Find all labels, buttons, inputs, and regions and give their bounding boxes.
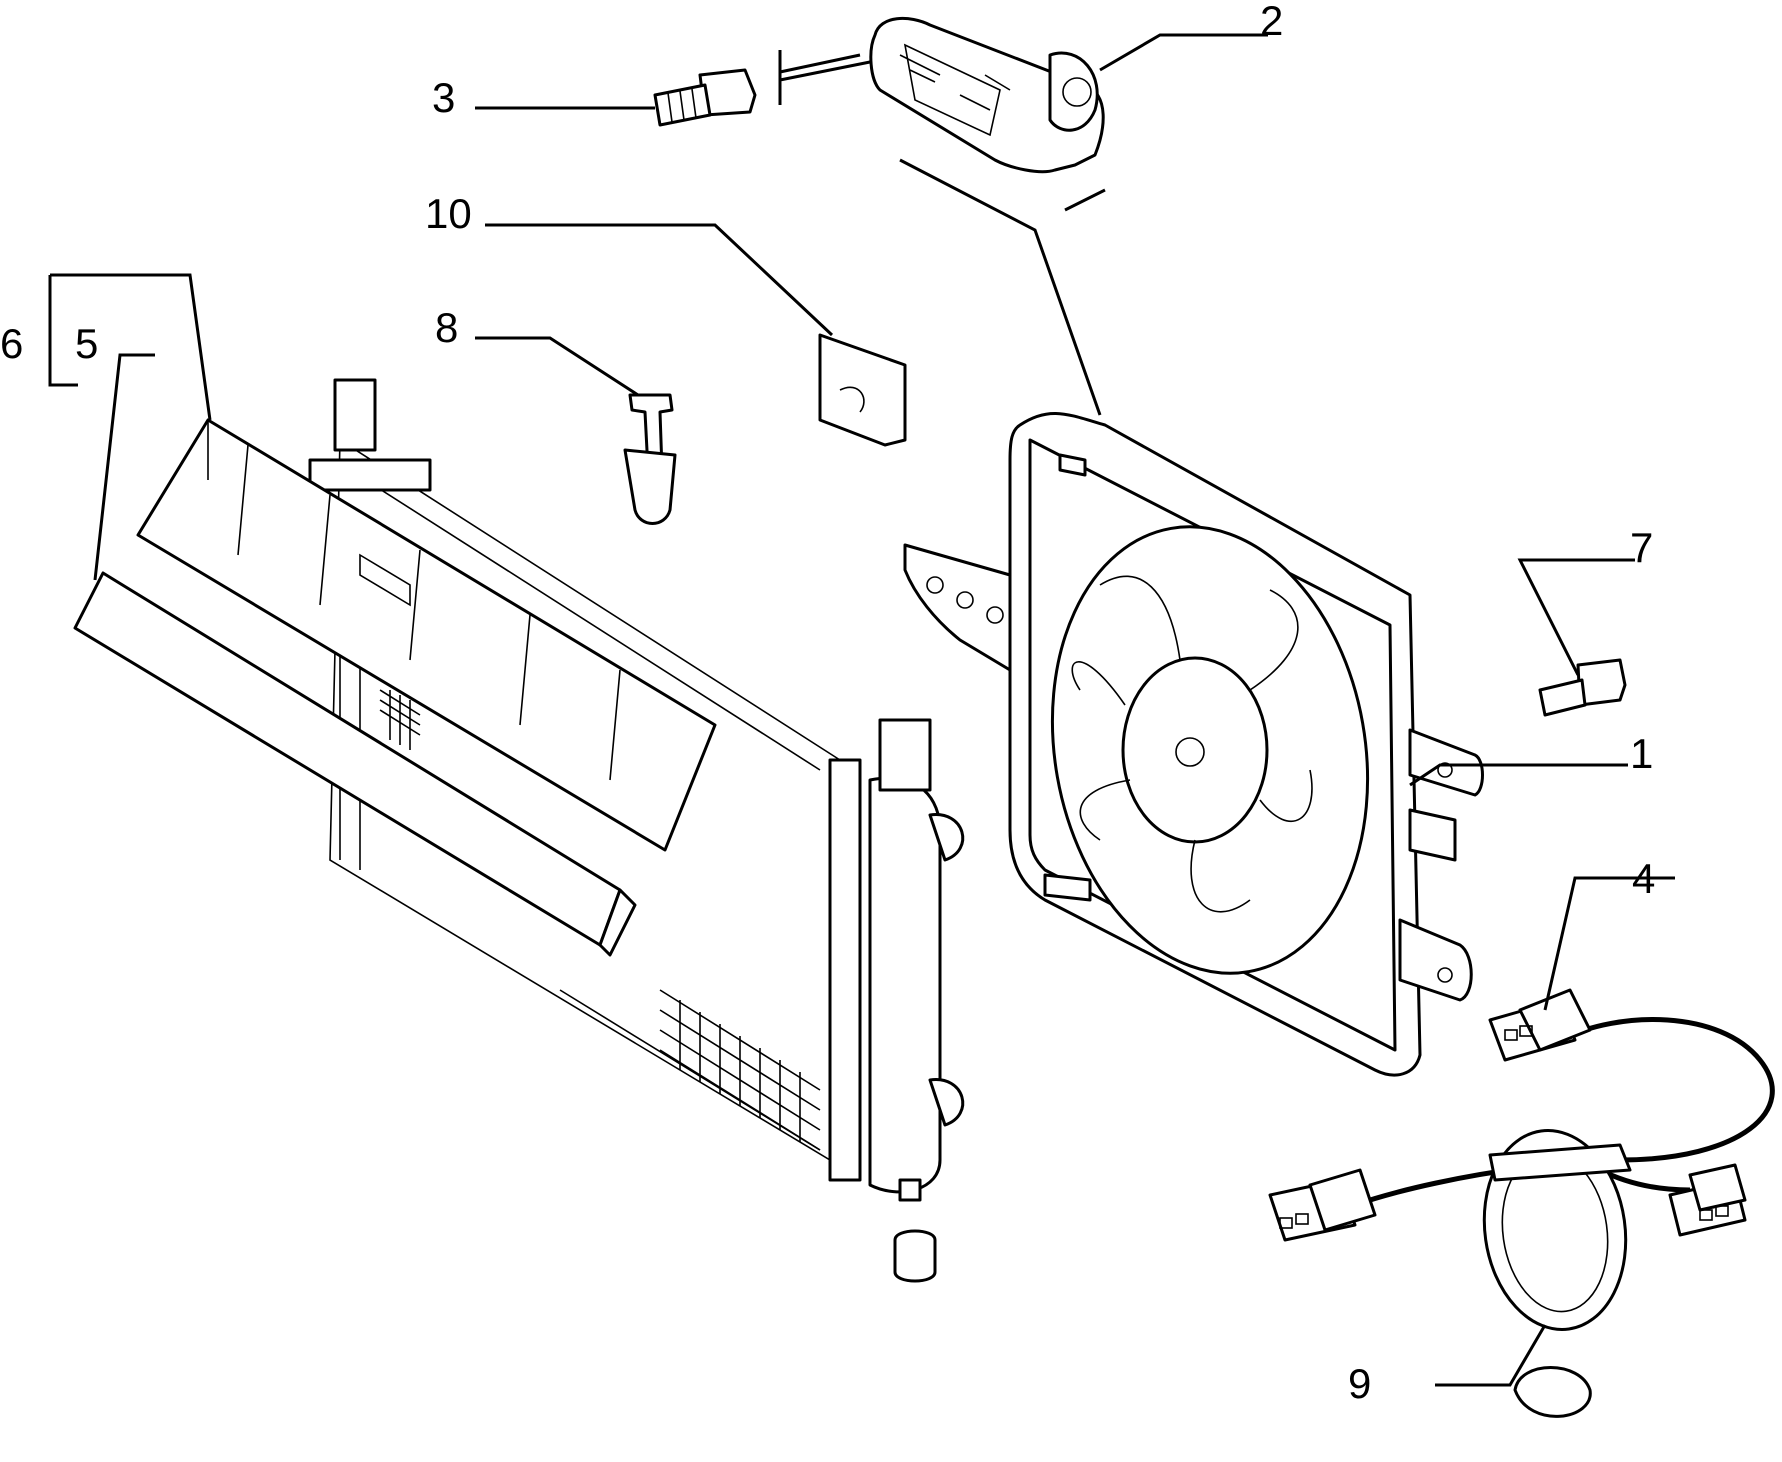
drain-plug [893, 1229, 937, 1283]
callout-7: 7 [1630, 524, 1653, 571]
seal-strip [73, 571, 637, 957]
radiator [308, 378, 965, 1283]
spring-clip [818, 333, 907, 447]
callout-2: 2 [1260, 0, 1283, 44]
air-deflector-panel [136, 418, 717, 852]
callout-labels: 1 2 3 4 5 6 7 8 9 10 [0, 0, 1655, 1407]
callout-8: 8 [435, 304, 458, 351]
callout-6: 6 [0, 320, 23, 367]
leader-lines [48, 33, 1675, 1387]
fan-resistor [869, 16, 1105, 174]
callout-4: 4 [1632, 855, 1655, 902]
callout-5: 5 [75, 320, 98, 367]
screw [653, 68, 757, 127]
callout-3: 3 [432, 74, 455, 121]
radiator-mesh [379, 689, 821, 1151]
push-pin [623, 393, 677, 525]
callout-10: 10 [425, 190, 472, 237]
callout-1: 1 [1630, 730, 1653, 777]
callout-9: 9 [1348, 1360, 1371, 1407]
hose-clamp [1482, 1128, 1632, 1418]
radiator-fan-assembly [903, 411, 1484, 1077]
bolt [1538, 658, 1627, 717]
wiring-harness [1268, 988, 1775, 1242]
